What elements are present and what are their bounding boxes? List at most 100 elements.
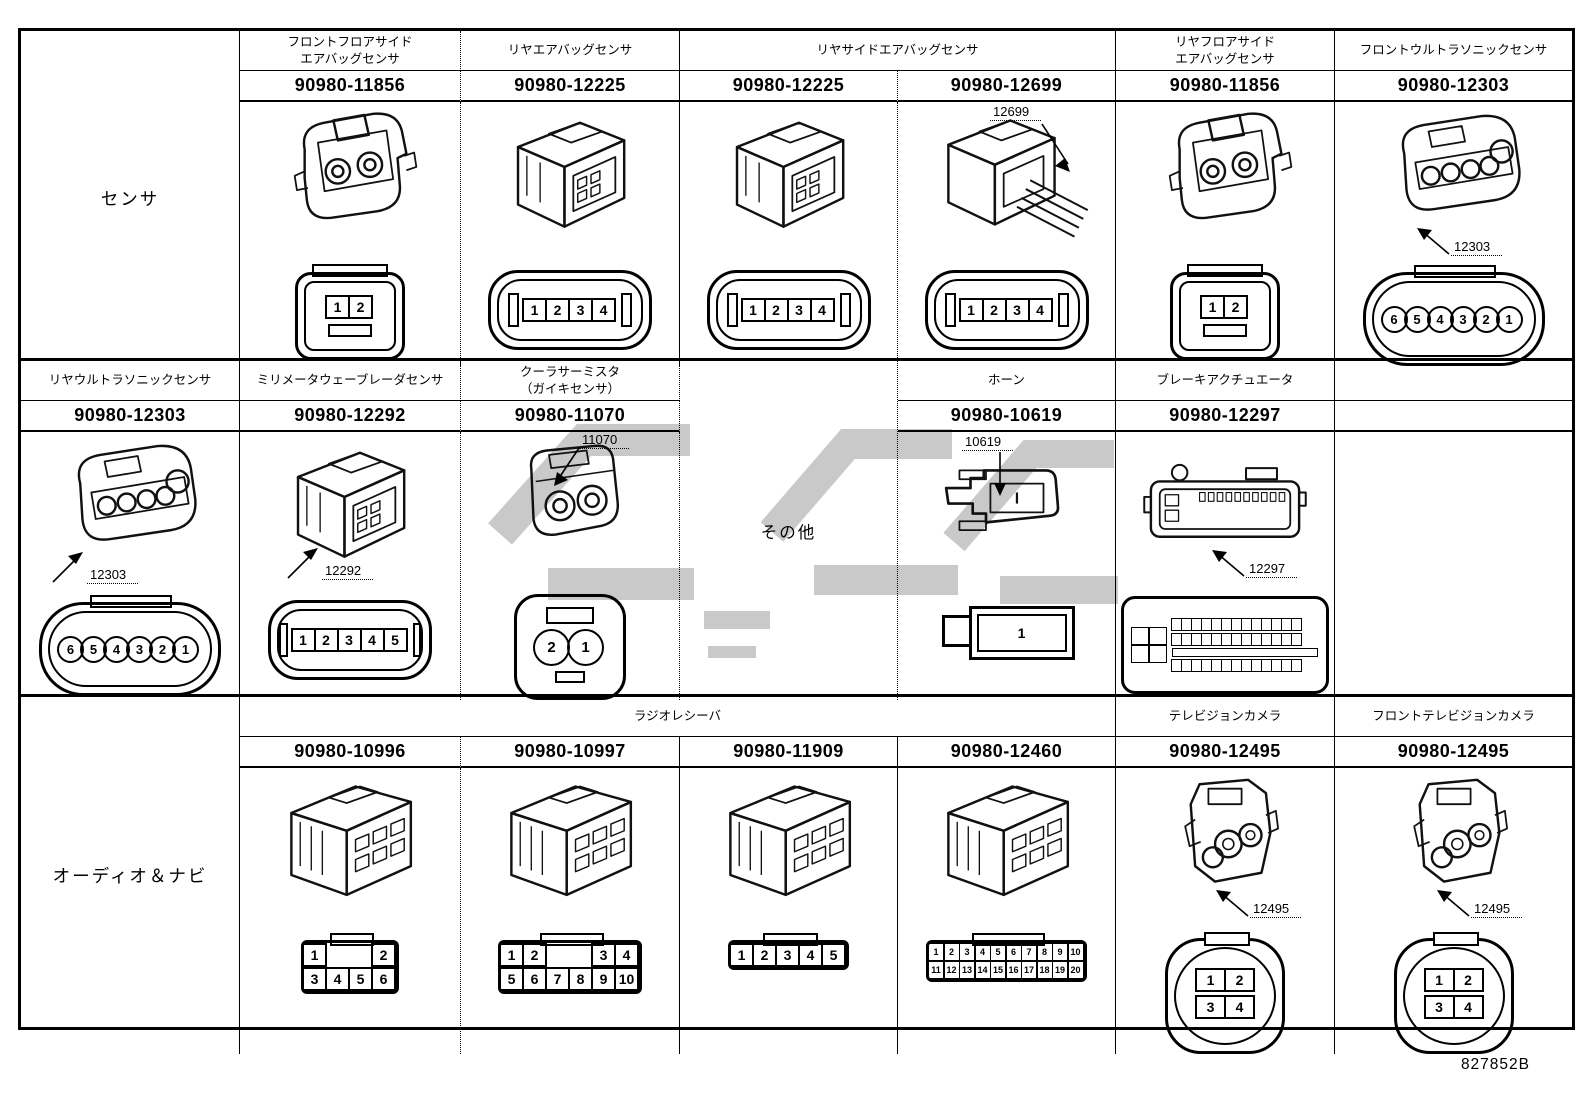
part-number: 90980-12297 [1116, 401, 1335, 432]
part-number: 90980-10619 [898, 401, 1116, 432]
watermark-logo [488, 424, 1118, 658]
connector-3d-drawing [680, 102, 897, 254]
header-millimeter-wave-radar-sensor: ミリメータウェーブレーダセンサ [240, 361, 461, 401]
connector-3d-drawing [1116, 102, 1334, 254]
part-number: 90980-12495 [1116, 737, 1335, 768]
part-number: 90980-11856 [1116, 71, 1335, 102]
part-number: 90980-11070 [461, 401, 680, 432]
header-front-ultrasonic-sensor: フロントウルトラソニックセンサ [1335, 31, 1572, 71]
connector-front-view: 1 [898, 584, 1115, 700]
header-rear-airbag-sensor: リヤエアバッグセンサ [461, 31, 680, 71]
part-number: 90980-10997 [461, 737, 680, 768]
callout-12495: 12495 [1212, 886, 1302, 918]
header-front-floor-side-airbag-sensor: フロントフロアサイド エアバッグセンサ [240, 31, 461, 71]
row-label-audio-nav: オーディオ＆ナビ [21, 697, 240, 1054]
band-sensor: センサ フロントフロアサイド エアバッグセンサ リヤエアバッグセンサ リヤサイド… [21, 31, 1572, 366]
part-number: 90980-10996 [240, 737, 461, 768]
callout-arrow-icon [994, 452, 1006, 496]
connector-3d-drawing [240, 768, 460, 920]
connector-3d-drawing [680, 768, 897, 920]
band-other: リヤウルトラソニックセンサ ミリメータウェーブレーダセンサ クーラサーミスタ （… [21, 358, 1572, 700]
callout-12699: 12699 [990, 104, 1070, 172]
header-radio-receiver: ラジオレシーバ [240, 697, 1116, 737]
band-audio-nav: オーディオ＆ナビ ラジオレシーバ テレビジョンカメラ フロントテレビジョンカメラ… [21, 694, 1572, 1054]
catalog-table: センサ フロントフロアサイド エアバッグセンサ リヤエアバッグセンサ リヤサイド… [18, 28, 1575, 1054]
part-number: 90980-11909 [680, 737, 898, 768]
part-number: 90980-11856 [240, 71, 461, 102]
part-number: 90980-12225 [461, 71, 680, 102]
header-empty [1335, 361, 1572, 401]
callout-arrow-icon [1417, 228, 1450, 255]
connector-cell: 12297 [1116, 432, 1335, 700]
empty-cell [1335, 432, 1572, 700]
connector-3d-drawing [461, 102, 679, 254]
header-horn: ホーン [898, 361, 1116, 401]
callout-label: 10619 [962, 434, 1014, 451]
header-cooler-thermistor: クーラサーミスタ （ガイキセンサ） [461, 361, 680, 401]
other-merged-cell: その他 [680, 361, 898, 700]
header-rear-floor-side-airbag-sensor: リヤフロアサイド エアバッグセンサ [1116, 31, 1335, 71]
callout-label: 12292 [322, 563, 374, 580]
header-brake-actuator: ブレーキアクチュエータ [1116, 361, 1335, 401]
part-number: 90980-12460 [898, 737, 1116, 768]
callout-label: 12303 [87, 567, 139, 584]
callout-12495: 12495 [1433, 886, 1523, 918]
callout-12297: 12297 [1208, 546, 1298, 578]
connector-3d-drawing [898, 768, 1115, 920]
connector-3d-drawing [898, 102, 1115, 254]
other-label-text: その他 [760, 523, 817, 542]
callout-label: 12495 [1250, 901, 1302, 918]
part-number: 90980-12495 [1335, 737, 1572, 768]
connector-front-view [1116, 584, 1334, 700]
callout-12303: 12303 [1413, 224, 1503, 256]
callout-arrow-icon [1212, 550, 1245, 577]
callout-11070: 11070 [554, 432, 630, 486]
callout-arrow-icon [287, 548, 318, 579]
part-number: 90980-12699 [898, 71, 1116, 102]
header-rear-ultrasonic-sensor: リヤウルトラソニックセンサ [21, 361, 240, 401]
callout-label: 12495 [1471, 901, 1523, 918]
connector-cell: 10619 1 [898, 432, 1116, 700]
callout-label: 12303 [1451, 239, 1503, 256]
callout-10619: 10619 [962, 434, 1014, 496]
row-label-text: オーディオ＆ナビ [52, 866, 208, 886]
connector-3d-drawing [240, 102, 460, 254]
callout-arrow-icon [1041, 123, 1070, 172]
callout-label: 12699 [990, 104, 1042, 121]
callout-label: 12297 [1246, 561, 1298, 578]
part-number: 90980-12303 [1335, 71, 1572, 102]
callout-arrow-icon [1216, 890, 1249, 917]
callout-12292: 12292 [284, 544, 374, 580]
callout-arrow-icon [1437, 890, 1470, 917]
header-front-television-camera: フロントテレビジョンカメラ [1335, 697, 1572, 737]
